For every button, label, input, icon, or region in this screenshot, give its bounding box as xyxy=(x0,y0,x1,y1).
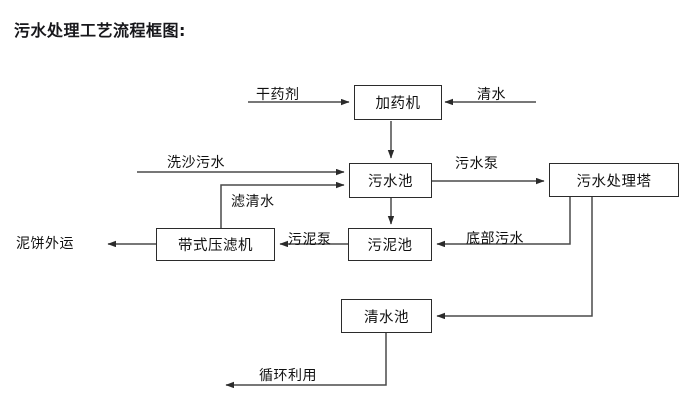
node-belt-filter-press[interactable]: 带式压滤机 xyxy=(156,228,275,261)
page-title: 污水处理工艺流程框图: xyxy=(14,21,186,40)
node-sludge-pool[interactable]: 污泥池 xyxy=(348,228,432,261)
edge-label-wastewater-pump: 污水泵 xyxy=(455,156,499,172)
node-dosing-machine[interactable]: 加药机 xyxy=(354,85,442,120)
node-clean-water-pool[interactable]: 清水池 xyxy=(341,299,432,333)
node-wastewater-pool[interactable]: 污水池 xyxy=(349,163,432,198)
edge-label-sludge-pump: 污泥泵 xyxy=(288,232,332,248)
terminal-label-clean-water-in: 清水 xyxy=(477,87,506,103)
terminal-label-sand-wash-water: 洗沙污水 xyxy=(167,155,225,171)
edge-label-bottom-sewage: 底部污水 xyxy=(466,231,524,247)
edge-recycle-reuse xyxy=(225,333,387,389)
terminal-label-mud-cake-out: 泥饼外运 xyxy=(16,236,74,252)
edge-filtrate-to-wastewater-pool xyxy=(220,181,345,228)
node-treatment-tower[interactable]: 污水处理塔 xyxy=(549,163,679,197)
edge-tower-to-clean-water-pool xyxy=(436,197,593,320)
edge-label-filtrate: 滤清水 xyxy=(231,194,275,210)
terminal-label-dry-chemical: 干药剂 xyxy=(256,87,300,103)
edge-label-recycle-reuse: 循环利用 xyxy=(259,368,317,384)
edge-bottom-sewage-to-sludge-pool xyxy=(436,197,571,248)
